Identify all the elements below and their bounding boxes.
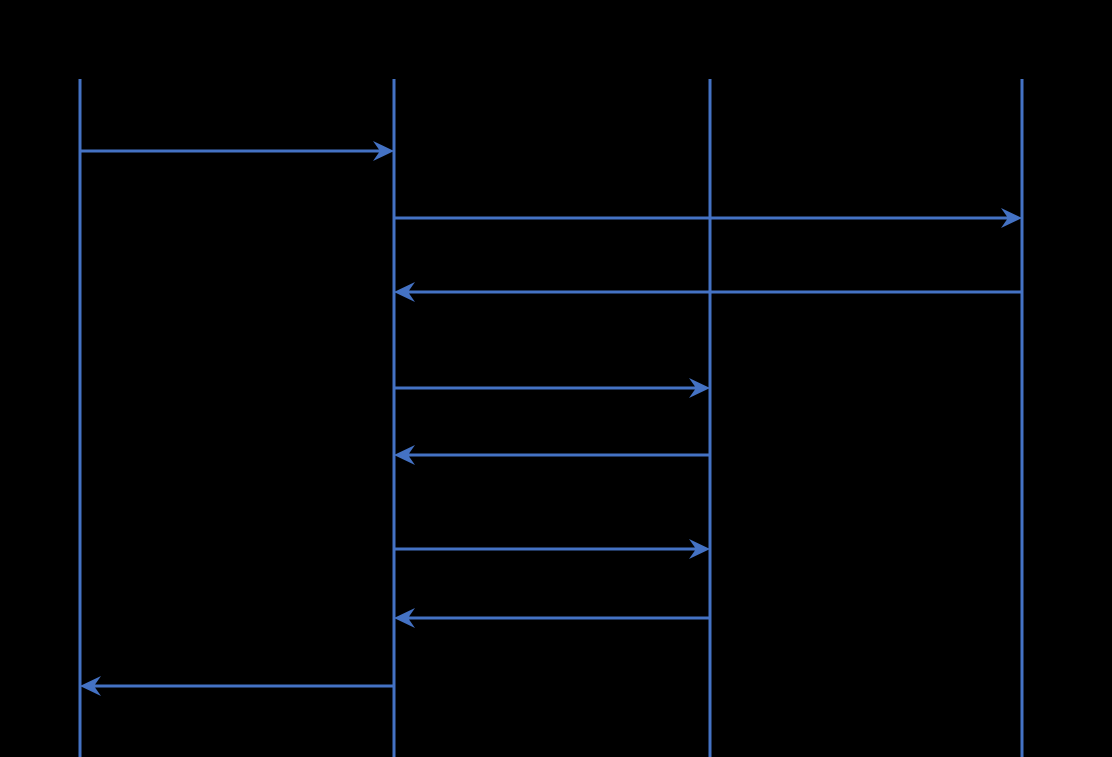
arrowhead-icon bbox=[394, 608, 415, 628]
message-arrow-6-right bbox=[394, 539, 710, 559]
message-arrow-4-right bbox=[394, 378, 710, 398]
message-arrow-5-left bbox=[394, 445, 710, 465]
arrowhead-icon bbox=[394, 282, 415, 302]
message-arrow-8-left bbox=[80, 676, 394, 696]
arrowhead-icon bbox=[1001, 208, 1022, 228]
message-arrow-2-right bbox=[394, 208, 1022, 228]
arrowhead-icon bbox=[689, 378, 710, 398]
message-arrow-7-left bbox=[394, 608, 710, 628]
arrowhead-icon bbox=[689, 539, 710, 559]
arrowhead-icon bbox=[394, 445, 415, 465]
message-arrow-3-left bbox=[394, 282, 1022, 302]
arrowhead-icon bbox=[80, 676, 101, 696]
message-arrow-1-right bbox=[80, 141, 394, 161]
arrowhead-icon bbox=[373, 141, 394, 161]
